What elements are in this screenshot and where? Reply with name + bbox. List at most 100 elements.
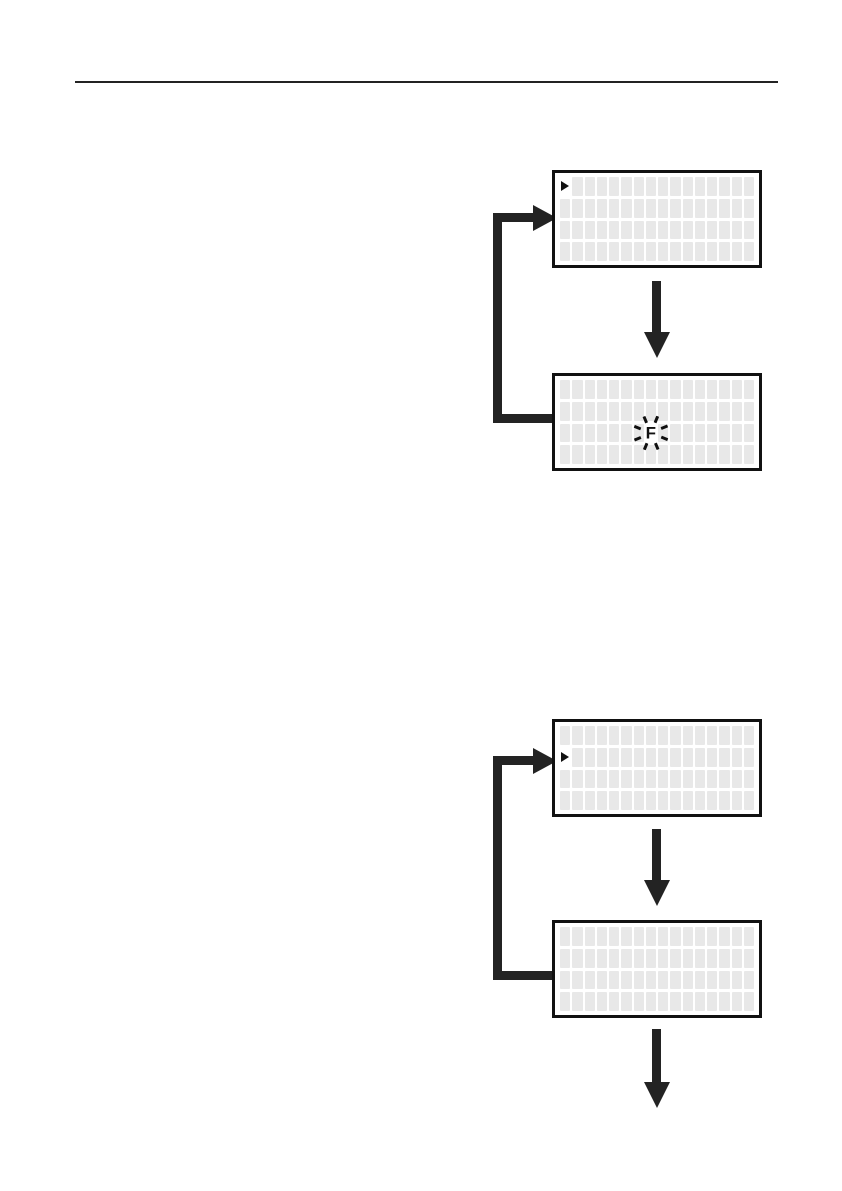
lcd-cell — [670, 791, 681, 810]
lcd-cell — [621, 220, 632, 240]
lcd-cell — [572, 948, 583, 968]
lcd-cell — [633, 970, 644, 990]
lcd-cell — [572, 747, 583, 767]
lcd-cell — [633, 769, 644, 789]
lcd-cell — [670, 220, 681, 240]
lcd-cell — [682, 970, 693, 990]
loop-top-segment — [493, 213, 535, 222]
lcd-cell — [682, 242, 693, 261]
lcd-cell: F — [633, 415, 669, 451]
lcd-cell — [682, 992, 693, 1011]
lcd-cell — [658, 992, 669, 1011]
lcd-panel-2[interactable]: F — [552, 373, 762, 471]
lcd-cell — [670, 948, 681, 968]
lcd-cell — [670, 198, 681, 218]
lcd-cell — [682, 198, 693, 218]
lcd-cell — [694, 927, 705, 946]
lcd-cell — [682, 423, 693, 443]
lcd-cell — [633, 198, 644, 218]
lcd-cell — [670, 423, 681, 443]
lcd-cell — [731, 970, 742, 990]
lcd-cell — [694, 380, 705, 399]
lcd-cell — [645, 445, 656, 464]
lcd-cell — [707, 927, 718, 946]
lcd-cell — [682, 747, 693, 767]
lcd-cell — [731, 726, 742, 745]
lcd-cell — [658, 380, 669, 399]
lcd-cell — [658, 401, 669, 421]
lcd-cell — [707, 198, 718, 218]
lcd-cell — [658, 970, 669, 990]
lcd-cell — [584, 992, 595, 1011]
lcd-cell — [670, 177, 681, 196]
lcd-cell — [584, 220, 595, 240]
lcd-cell — [645, 198, 656, 218]
arrow-shaft — [652, 829, 661, 883]
lcd-cell — [743, 791, 754, 810]
lcd-cell — [609, 401, 620, 421]
lcd-panel-1[interactable]: ▶ — [552, 170, 762, 268]
lcd-cell: ▶ — [560, 748, 570, 767]
lcd-cell — [694, 992, 705, 1011]
lcd-cell — [731, 401, 742, 421]
lcd-grid: ▶ — [560, 726, 754, 810]
lcd-cell — [572, 445, 583, 464]
lcd-cell — [633, 401, 644, 421]
lcd-cell — [670, 769, 681, 789]
cursor-triangle-icon — [561, 181, 570, 192]
lcd-cell — [707, 992, 718, 1011]
lcd-cell — [658, 948, 669, 968]
lcd-cell — [621, 401, 632, 421]
lcd-cell — [596, 401, 607, 421]
lcd-cell — [633, 380, 644, 399]
lcd-cell — [609, 423, 620, 443]
lcd-cell — [633, 726, 644, 745]
lcd-cell — [609, 177, 620, 196]
lcd-cell — [682, 177, 693, 196]
lcd-cell — [633, 220, 644, 240]
lcd-cell — [621, 445, 632, 464]
lcd-cell — [658, 769, 669, 789]
lcd-cell — [731, 791, 742, 810]
lcd-cell — [694, 970, 705, 990]
lcd-cell — [731, 423, 742, 443]
lcd-cell — [596, 198, 607, 218]
lcd-cell — [707, 948, 718, 968]
lcd-cell — [572, 401, 583, 421]
lcd-panel-3[interactable]: ▶ — [552, 719, 762, 817]
lcd-cell — [743, 242, 754, 261]
lcd-cell — [633, 445, 644, 464]
lcd-panel-4[interactable] — [552, 920, 762, 1018]
lcd-cell — [609, 948, 620, 968]
lcd-cell — [658, 177, 669, 196]
lcd-cell — [584, 198, 595, 218]
lcd-cell — [633, 747, 644, 767]
lcd-cell — [645, 769, 656, 789]
header-rule — [75, 81, 778, 83]
lcd-cell — [658, 726, 669, 745]
lcd-cell — [621, 948, 632, 968]
lcd-cell — [707, 726, 718, 745]
lcd-cell — [645, 970, 656, 990]
lcd-cell — [743, 726, 754, 745]
lcd-cell — [584, 423, 595, 443]
lcd-cell — [682, 791, 693, 810]
lcd-cell — [719, 992, 730, 1011]
lcd-cell — [621, 726, 632, 745]
lcd-cell — [731, 992, 742, 1011]
loop-top-segment — [493, 756, 535, 765]
lcd-cell — [670, 242, 681, 261]
lcd-cell — [645, 401, 656, 421]
lcd-cell — [596, 791, 607, 810]
loop-bottom-segment — [493, 971, 555, 980]
arrow-head — [643, 332, 670, 358]
lcd-cell — [743, 747, 754, 767]
lcd-cell — [670, 927, 681, 946]
lcd-cell — [621, 242, 632, 261]
lcd-cell — [719, 927, 730, 946]
lcd-cell — [719, 445, 730, 464]
lcd-cell — [731, 198, 742, 218]
lcd-cell — [596, 220, 607, 240]
lcd-cell — [596, 970, 607, 990]
